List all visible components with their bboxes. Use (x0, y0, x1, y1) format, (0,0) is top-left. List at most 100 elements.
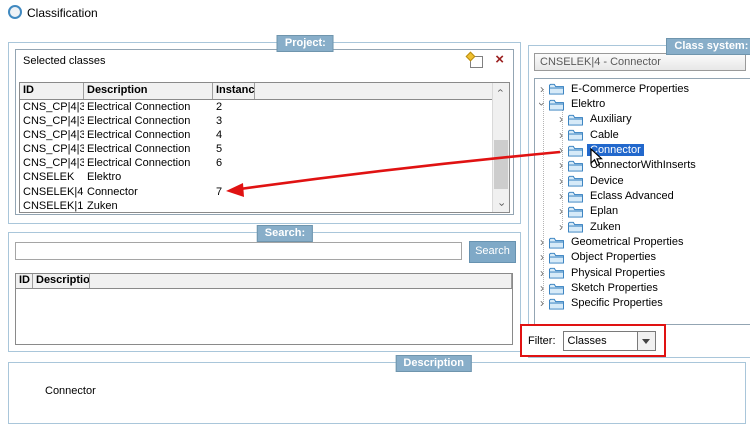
description-groupbox: Description Connector (8, 355, 746, 424)
folder-icon (549, 251, 564, 264)
table-cell: CNS_CP|4|3 (23, 129, 84, 142)
table-cell: 2 (216, 101, 223, 113)
filter-dropdown[interactable]: Classes (562, 330, 656, 351)
scrollbar-track[interactable] (493, 98, 509, 197)
search-badge: Search: (256, 225, 314, 242)
tree-item-connector[interactable]: ›Connector (535, 142, 750, 157)
table-cell: CNS_CP|4|3 (23, 157, 84, 170)
table-cell (213, 199, 255, 212)
expand-icon[interactable]: › (559, 112, 563, 127)
tree-guide-line (562, 105, 563, 227)
tree-item-connectorwithinserts[interactable]: ›ConnectorWithInserts (535, 158, 750, 173)
table-cell: Electrical Connection (87, 129, 191, 142)
expand-icon[interactable]: › (540, 81, 544, 96)
expand-icon[interactable]: › (540, 296, 544, 311)
tree-item-physical-properties[interactable]: ›Physical Properties (535, 265, 750, 280)
tree-item-zuken[interactable]: › Zuken (535, 219, 750, 234)
tree-item-specific-properties[interactable]: ›Specific Properties (535, 296, 750, 311)
table-cell: Elektro (87, 171, 122, 184)
search-column-id[interactable]: ID (16, 274, 33, 288)
tree-item-auxiliary[interactable]: ›Auxiliary (535, 112, 750, 127)
folder-icon (549, 297, 564, 310)
new-class-icon[interactable] (470, 56, 483, 68)
expand-icon[interactable]: › (540, 265, 544, 280)
expand-icon[interactable]: › (559, 189, 563, 204)
expand-icon[interactable]: › (559, 127, 563, 142)
classification-icon (8, 5, 22, 19)
table-cell-filler (255, 156, 509, 170)
expand-icon[interactable]: › (559, 143, 563, 158)
delete-class-icon[interactable]: × (495, 51, 504, 68)
filter-label: Filter: (528, 334, 556, 347)
table-cell: 7 (216, 185, 223, 198)
search-input[interactable] (15, 242, 462, 260)
tree-item-device[interactable]: ›Device (535, 173, 750, 188)
table-cell: 6 (216, 157, 223, 170)
window-title: Classification (27, 6, 98, 20)
folder-icon (549, 282, 564, 295)
table-cell: Electrical Connection (87, 101, 191, 113)
scroll-up-icon[interactable]: › (494, 88, 507, 93)
table-cell: Electrical Connection (87, 143, 191, 156)
table-cell: CNS_CP|4|3 (23, 115, 84, 128)
collapse-icon[interactable]: › (535, 102, 549, 107)
tree-item-eclass-advanced[interactable]: ›Eclass Advanced (535, 188, 750, 203)
search-results-body (16, 289, 512, 344)
expand-icon[interactable]: › (559, 158, 563, 173)
expand-icon[interactable]: › (559, 173, 563, 188)
column-header-instance[interactable]: Instance (213, 83, 255, 99)
table-cell: Zuken (87, 199, 118, 212)
selected-class-path[interactable]: CNSELEK|4 - Connector (534, 53, 746, 71)
tree-item-label: Sketch Properties (571, 282, 658, 295)
tree-item-object-properties[interactable]: ›Object Properties (535, 250, 750, 265)
tree-item-geometrical-properties[interactable]: ›Geometrical Properties (535, 234, 750, 249)
description-badge: Description (395, 355, 472, 372)
tree-guide-line (543, 89, 544, 304)
tree-item-elektro[interactable]: ›Elektro (535, 96, 750, 111)
table-cell: Electrical Connection (87, 157, 191, 170)
search-column-description[interactable]: Description (33, 274, 90, 288)
expand-icon[interactable]: › (559, 204, 563, 219)
expand-icon[interactable]: › (540, 250, 544, 265)
search-button[interactable]: Search (469, 241, 516, 263)
folder-icon (568, 190, 583, 203)
folder-icon (568, 159, 583, 172)
expand-icon[interactable]: › (540, 235, 544, 250)
tree-item-eplan[interactable]: ›Eplan (535, 204, 750, 219)
expand-icon[interactable]: › (540, 281, 544, 296)
column-header-id[interactable]: ID (20, 83, 84, 99)
class-tree-panel: ›E-Commerce Properties›Elektro›Auxiliary… (534, 78, 750, 325)
table-cell: CNSELEK|1 (23, 199, 84, 212)
folder-icon (549, 236, 564, 249)
folder-icon (568, 220, 583, 233)
selected-classes-panel: Selected classes × ID Description Instan… (15, 49, 514, 215)
chevron-down-icon[interactable] (636, 331, 655, 350)
expand-icon[interactable]: › (559, 219, 563, 234)
table-cell-filler (255, 128, 509, 142)
scrollbar-thumb[interactable] (494, 139, 508, 190)
scroll-down-icon[interactable]: › (495, 202, 508, 207)
table-cell-filler (255, 185, 509, 199)
class-system-groupbox: Class system: CNSELEK|4 - Connector ›E-C… (528, 38, 750, 358)
tree-item-sketch-properties[interactable]: › Sketch Properties (535, 280, 750, 295)
table-scrollbar[interactable]: › › (492, 83, 509, 212)
column-header-description[interactable]: Description (84, 83, 213, 99)
project-groupbox: Project: Selected classes × ID Descripti… (8, 35, 521, 224)
selected-classes-title: Selected classes (23, 55, 106, 67)
tree-item-cable[interactable]: ›Cable (535, 127, 750, 142)
tree-item-e-commerce-properties[interactable]: ›E-Commerce Properties (535, 81, 750, 96)
class-tree: ›E-Commerce Properties›Elektro›Auxiliary… (535, 79, 750, 324)
classification-dialog: { "window": { "title": "Classification" … (0, 0, 750, 411)
tree-item-label: Zuken (590, 220, 621, 233)
folder-icon (549, 98, 564, 111)
search-results-table: ID Description (15, 273, 513, 345)
